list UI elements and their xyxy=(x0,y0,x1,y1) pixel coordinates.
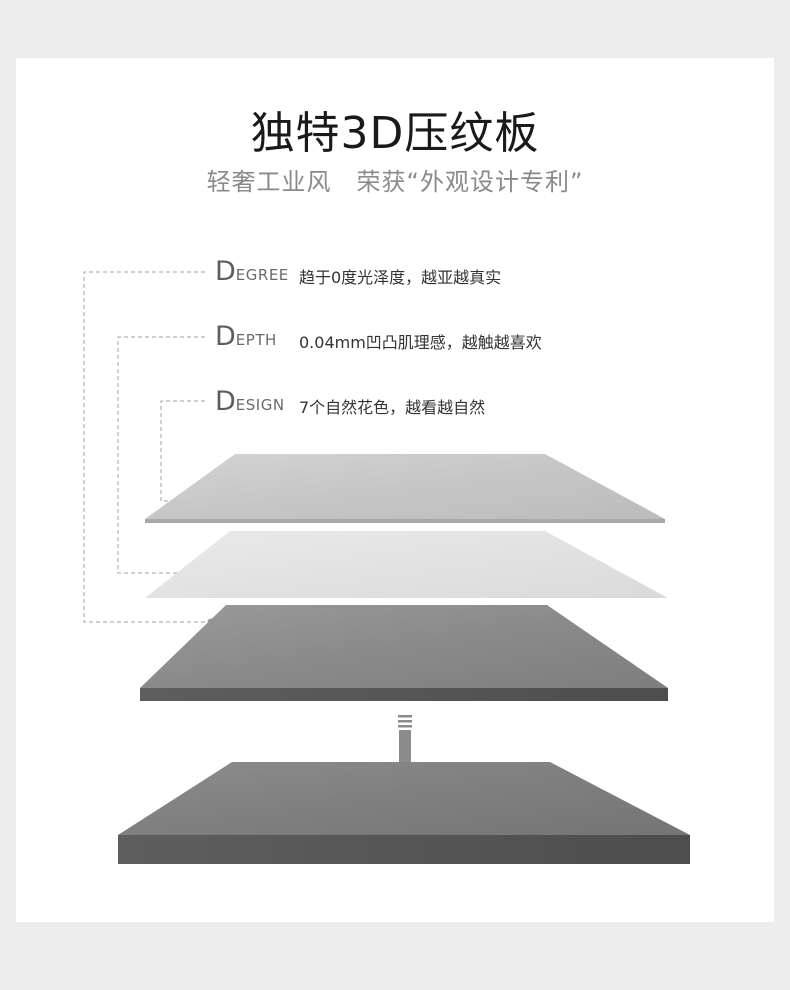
feature-degree-initial: D xyxy=(215,256,236,287)
feature-depth-rest: EPTH xyxy=(235,331,277,349)
feature-degree-rest: EGREE xyxy=(235,266,289,284)
layer-bottom xyxy=(140,605,668,701)
feature-design-rest: ESIGN xyxy=(235,396,285,414)
feature-design-desc: 7个自然花色，越看越自然 xyxy=(299,398,486,417)
leader-depth xyxy=(117,336,238,574)
leader-degree xyxy=(83,271,205,623)
layer-top xyxy=(145,454,665,523)
feature-degree-desc: 趋于0度光泽度，越亚越真实 xyxy=(299,268,502,287)
combined-panel xyxy=(118,762,690,864)
feature-depth-desc: 0.04mm凹凸肌理感，越触越喜欢 xyxy=(299,333,542,352)
feature-depth-initial: D xyxy=(215,321,236,352)
page-subtitle: 轻奢工业风 荣获“外观设计专利” xyxy=(206,168,584,196)
layer-middle xyxy=(145,531,668,598)
page-title: 独特3D压纹板 xyxy=(250,108,540,159)
feature-design-initial: D xyxy=(215,386,236,417)
